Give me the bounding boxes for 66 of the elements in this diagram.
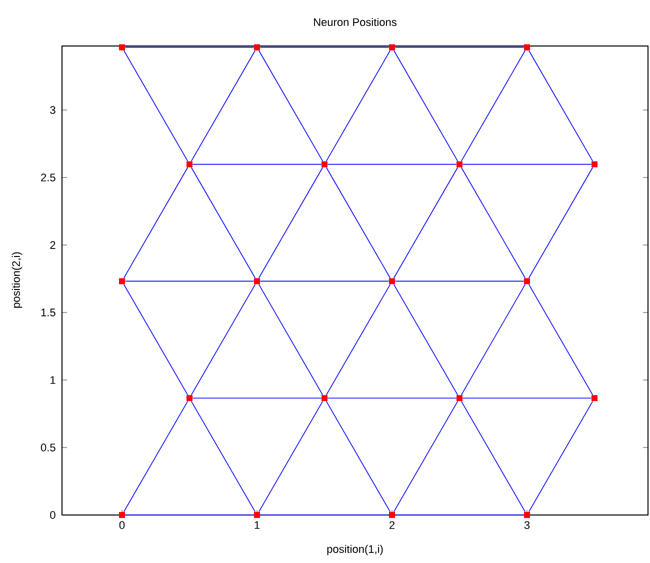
grid-line — [190, 400, 256, 512]
grid-line — [462, 164, 592, 165]
grid-line — [190, 167, 256, 278]
grid-line — [192, 164, 322, 165]
marker — [254, 512, 260, 518]
marker — [119, 512, 125, 518]
grid-line — [258, 400, 324, 512]
grid-line — [528, 50, 594, 162]
grid-line — [460, 284, 526, 396]
grid-line — [326, 50, 391, 162]
grid-line — [260, 514, 390, 516]
grid-line — [528, 167, 594, 278]
axis-label: position(2,i) — [12, 252, 22, 308]
tick-label: 2 — [50, 241, 56, 249]
grid-line — [326, 167, 391, 278]
grid-line — [258, 167, 324, 278]
marker — [389, 512, 395, 518]
tick-label: 2 — [390, 521, 395, 529]
tick-label: 2.5 — [41, 174, 56, 182]
grid-line — [528, 400, 594, 512]
tick-label: 1.5 — [41, 308, 56, 316]
grid-line — [394, 46, 524, 48]
tick-label: 1 — [254, 521, 260, 529]
marker — [254, 278, 260, 284]
tick-label: 0.5 — [40, 444, 56, 452]
grid-line — [123, 50, 188, 162]
grid-line — [460, 167, 526, 278]
grid-line — [394, 514, 524, 516]
grid-line — [258, 284, 324, 396]
grid-line — [460, 50, 526, 162]
grid-line — [123, 284, 188, 396]
chart-title: Neuron Positions — [314, 18, 396, 26]
grid-line — [190, 284, 256, 396]
grid-line — [123, 167, 188, 278]
axis-label: position(1,i) — [327, 544, 383, 556]
grid-line — [326, 284, 391, 396]
marker — [389, 278, 395, 284]
marker — [322, 395, 328, 402]
tick-label: 0 — [50, 511, 56, 519]
grid-line — [260, 280, 390, 282]
marker — [186, 395, 192, 402]
marker — [456, 395, 462, 402]
grid-line — [190, 50, 256, 162]
grid-line — [393, 50, 458, 162]
grid-line — [327, 164, 457, 165]
marker — [524, 278, 530, 284]
tick-label: 0 — [119, 521, 125, 529]
grid-line — [124, 280, 254, 282]
tick-label: 1 — [50, 376, 56, 384]
grid-line — [460, 400, 526, 512]
marker — [119, 278, 125, 284]
grid-line — [124, 514, 254, 516]
tick-label: 3 — [50, 106, 56, 114]
tick-label: 3 — [524, 521, 530, 529]
grid-line — [393, 284, 458, 396]
grid-line — [124, 46, 254, 48]
marker — [524, 512, 530, 518]
marker — [592, 395, 598, 402]
grid-line — [258, 50, 324, 162]
grid-line — [393, 400, 458, 512]
grid-line — [394, 280, 524, 282]
grid-line — [393, 167, 458, 278]
grid-line — [528, 284, 594, 396]
grid-line — [123, 400, 188, 512]
grid-line — [260, 46, 390, 48]
grid-line — [326, 400, 391, 512]
